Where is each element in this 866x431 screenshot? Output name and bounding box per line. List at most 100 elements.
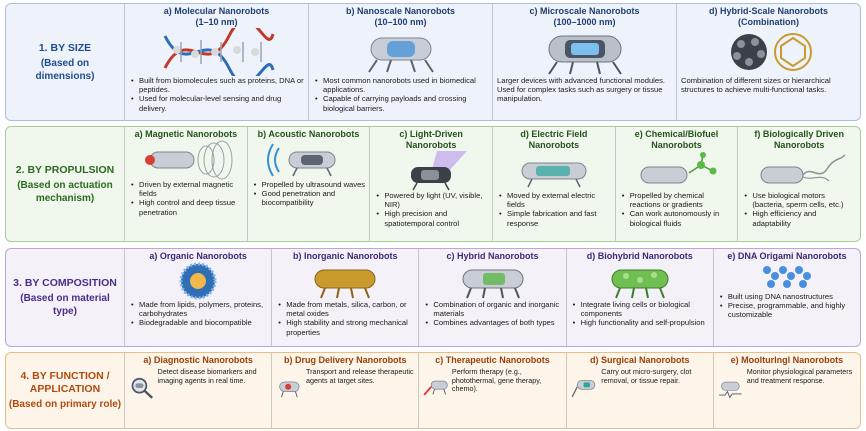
nanoscale-nanorobots-card: b) Nanoscale Nanorobots (10–100 nm) Most… xyxy=(308,4,492,120)
monitoring-nanorobots-card: e) Moolturlngl Nanorobots Monitor physio… xyxy=(712,353,860,428)
molecular-nanorobots-card: a) Molecular Nanorobots (1–10 nm) Built … xyxy=(124,4,308,120)
card-bullet: Use biological motors (bacteria, sperm c… xyxy=(744,191,856,209)
hybrid-scale-nanorobots-card: d) Hybrid-Scale Nanorobots (Combination)… xyxy=(676,4,860,120)
electric-field-nanorobots-card: d) Electric Field Nanorobots Moved by ex… xyxy=(492,127,615,241)
drug-capsule-icon xyxy=(279,381,300,398)
function-section-label: 4. BY FUNCTION / APPLICATION (Based on p… xyxy=(6,353,124,428)
nanorobot-icon xyxy=(367,37,434,73)
surgical-nanorobots-card: d) Surgical Nanorobots Carry out micro-s… xyxy=(565,353,713,428)
card-title: a) Organic Nanorobots xyxy=(149,251,247,261)
card-bullet: Combines advantages of both types xyxy=(425,318,561,327)
card-title: d) Biohybrid Nanorobots xyxy=(586,251,693,261)
card-title: b) Acoustic Nanorobots xyxy=(257,129,360,139)
card-title: d) Electric Field Nanorobots xyxy=(520,129,588,150)
card-title: a) Magnetic Nanorobots xyxy=(134,129,238,139)
card-title: a) Molecular Nanorobots xyxy=(163,6,270,16)
card-bullet: Propelled by chemical reactions or gradi… xyxy=(622,191,734,209)
function-section: 4. BY FUNCTION / APPLICATION (Based on p… xyxy=(5,352,861,429)
card-bullet: Made from metals, silica, carbon, or met… xyxy=(278,300,414,318)
light-driven-nanorobots-card: c) Light-Driven Nanorobots Powered by li… xyxy=(369,127,492,241)
size-section-label: 1. BY SIZE (Based on dimensions) xyxy=(6,4,124,120)
card-title: c) Hybrid Nanorobots xyxy=(446,251,539,261)
hybrid-robot-icon xyxy=(462,269,523,299)
function-section-subtitle: (Based on primary role) xyxy=(8,399,122,410)
card-text: Detect disease biomarkers and imaging ag… xyxy=(157,367,257,385)
card-subtitle: (10–100 nm) xyxy=(374,17,427,27)
composition-section-subtitle: (Based on material type) xyxy=(20,293,110,317)
molecule-icon xyxy=(640,152,717,184)
propulsion-section-title: 2. BY PROPULSION xyxy=(15,163,115,176)
micro-device-icon xyxy=(547,35,622,75)
diagnostic-nanorobots-card: a) Diagnostic Nanorobots Detect disease … xyxy=(124,353,271,428)
hybrid-nanorobots-card: c) Hybrid Nanorobots Combination of orga… xyxy=(418,249,565,346)
inorganic-nanorobots-card: b) Inorganic Nanorobots Made from metals… xyxy=(271,249,418,346)
biohybrid-robot-icon xyxy=(611,269,669,299)
card-bullet: Can work autonomously in biological flui… xyxy=(622,209,734,227)
chemical-biofuel-nanorobots-card: e) Chemical/Biofuel Nanorobots Propelled… xyxy=(614,127,738,241)
card-bullet: Made from lipids, polymers, proteins, ca… xyxy=(131,300,267,318)
propulsion-section-label: 2. BY PROPULSION (Based on actuation mec… xyxy=(6,127,124,241)
card-text: Perform therapy (e.g., photothermal, gen… xyxy=(451,367,542,394)
light-beam-icon xyxy=(411,151,468,191)
drug-delivery-nanorobots-card: b) Drug Delivery Nanorobots Transport an… xyxy=(271,353,418,428)
propulsion-section: 2. BY PROPULSION (Based on actuation mec… xyxy=(5,126,861,242)
card-title: c) Light-Driven Nanorobots xyxy=(399,129,463,150)
acoustic-nanorobots-card: b) Acoustic Nanorobots Propelled by ultr… xyxy=(246,127,370,241)
card-title: e) DNA Origami Nanorobots xyxy=(727,251,847,261)
ultrasound-wave-icon xyxy=(266,143,335,177)
magnifier-icon xyxy=(131,377,153,399)
magnetic-field-icon xyxy=(144,140,233,180)
card-bullet: High efficiency and adaptability xyxy=(744,209,856,227)
card-bullet: High functionality and self-propulsion xyxy=(573,318,709,327)
card-text: Carry out micro-surgery, clot removal, o… xyxy=(601,367,692,385)
card-title: a) Diagnostic Nanorobots xyxy=(143,355,253,365)
card-bullet: Simple fabrication and fast response xyxy=(499,209,611,227)
dna-origami-nanorobots-card: e) DNA Origami Nanorobots Built using DN… xyxy=(712,249,860,346)
card-subtitle: (1–10 nm) xyxy=(195,17,238,27)
magnetic-nanorobots-card: a) Magnetic Nanorobots Driven by externa… xyxy=(124,127,247,241)
organic-nanorobots-card: a) Organic Nanorobots Made from lipids, … xyxy=(124,249,271,346)
card-title: d) Hybrid-Scale Nanorobots xyxy=(708,6,828,16)
liposome-icon xyxy=(179,262,217,300)
card-bullet: Capable of carrying payloads and crossin… xyxy=(315,94,488,112)
propulsion-section-subtitle: (Based on actuation mechanism) xyxy=(17,179,113,204)
function-section-title: 4. BY FUNCTION / APPLICATION xyxy=(20,370,110,395)
card-bullet: Built using DNA nanostructures xyxy=(720,292,856,301)
card-title: e) Chemical/Biofuel Nanorobots xyxy=(634,129,719,150)
card-bullet: Biodegradable and biocompatible xyxy=(131,318,267,327)
size-section-title: 1. BY SIZE xyxy=(38,41,92,54)
card-bullet: Built from biomolecules such as proteins… xyxy=(131,76,304,94)
card-title: d) Surgical Nanorobots xyxy=(589,355,690,365)
size-section: 1. BY SIZE (Based on dimensions) a) Mole… xyxy=(5,3,861,121)
card-title: c) Therapeutic Nanorobots xyxy=(435,355,550,365)
card-title: f) Biologically Driven Nanorobots xyxy=(754,129,844,150)
card-bullet: High control and deep tissue penetration xyxy=(131,198,243,216)
metal-robot-icon xyxy=(314,269,376,299)
card-bullet: Integrate living cells or biological com… xyxy=(573,300,709,318)
card-bullet: Combination of organic and inorganic mat… xyxy=(425,300,561,318)
card-text: Larger devices with advanced functional … xyxy=(497,76,666,85)
composition-section: 3. BY COMPOSITION (Based on material typ… xyxy=(5,248,861,347)
electric-field-icon xyxy=(521,162,587,188)
fullerene-icon xyxy=(730,33,812,71)
card-bullet: Good penetration and biocompatibility xyxy=(254,189,366,207)
card-title: e) Moolturlngl Nanorobots xyxy=(730,355,844,365)
card-bullet: Moved by external electric fields xyxy=(499,191,611,209)
card-bullet: High precision and spatiotemporal contro… xyxy=(376,209,488,227)
composition-section-label: 3. BY COMPOSITION (Based on material typ… xyxy=(6,249,124,346)
scalpel-robot-icon xyxy=(571,380,595,398)
microscale-nanorobots-card: c) Microscale Nanorobots (100–1000 nm) L… xyxy=(492,4,676,120)
card-title: b) Inorganic Nanorobots xyxy=(293,251,398,261)
card-title: c) Microscale Nanorobots xyxy=(529,6,640,16)
card-title: b) Drug Delivery Nanorobots xyxy=(284,355,407,365)
laser-robot-icon xyxy=(423,380,449,396)
card-bullet: Driven by external magnetic fields xyxy=(131,180,243,198)
card-bullet: Powered by light (UV, visible, NIR) xyxy=(376,191,488,209)
dna-origami-icon xyxy=(762,266,811,288)
card-text: Used for complex tasks such as surgery o… xyxy=(497,85,663,104)
biohybrid-nanorobots-card: d) Biohybrid Nanorobots Integrate living… xyxy=(565,249,713,346)
therapeutic-nanorobots-card: c) Therapeutic Nanorobots Perform therap… xyxy=(418,353,565,428)
flagella-icon xyxy=(760,154,846,184)
card-subtitle: (Combination) xyxy=(738,17,799,27)
card-subtitle: (100–1000 nm) xyxy=(553,17,616,27)
